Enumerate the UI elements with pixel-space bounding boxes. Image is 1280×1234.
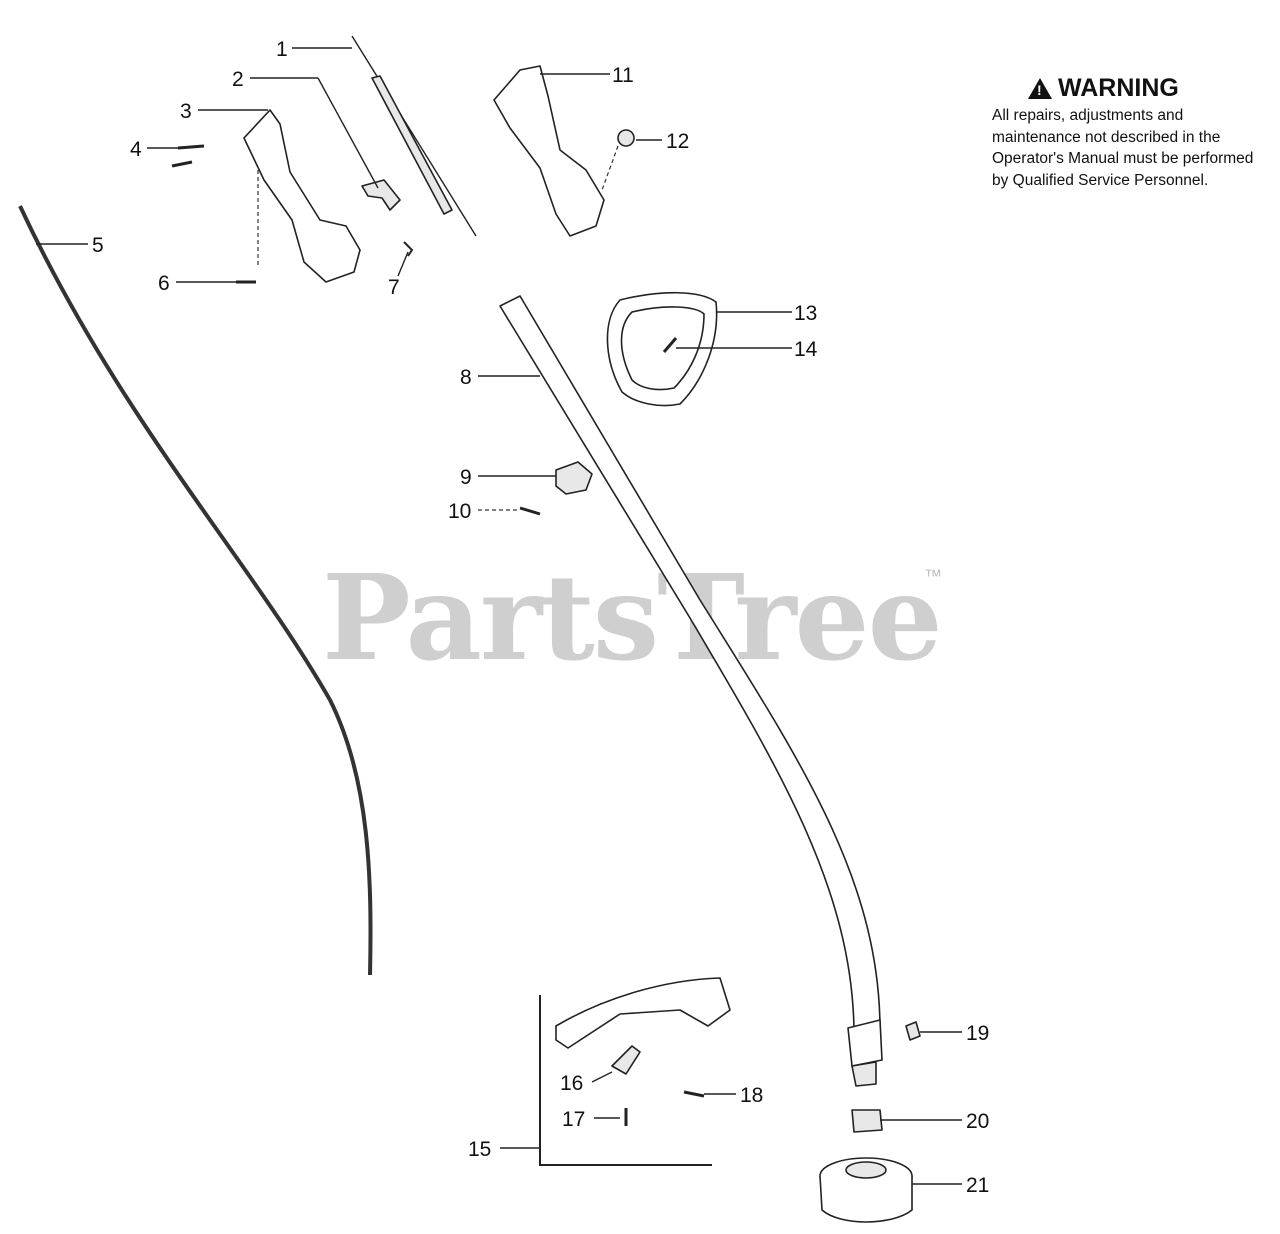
part-5-flex-shaft [18,205,373,976]
callout-7: 7 [388,276,400,299]
callout-11: 11 [612,64,634,87]
part-11-handle-cover [493,65,605,237]
trademark-symbol: ™ [924,566,942,586]
warning-triangle-icon: ! [1028,78,1052,99]
warning-heading: ! WARNING [1028,74,1262,103]
callout-9: 9 [460,466,472,489]
part-8-drive-tube [499,295,883,1087]
callout-1: 1 [276,38,288,61]
warning-title: WARNING [1058,74,1179,102]
callout-13: 13 [794,302,817,325]
part-12-knob [601,129,635,191]
callout-8: 8 [460,366,472,389]
part-20-collar [851,1109,883,1133]
part-4-screws [171,144,205,168]
callout-3: 3 [180,100,192,123]
callout-20: 20 [966,1110,989,1133]
part-3-handle-housing [243,109,361,283]
part-15-bracket [539,995,712,1166]
callout-17: 17 [562,1108,585,1131]
part-1-throttle-cable [351,35,477,237]
callout-15: 15 [468,1138,491,1161]
part-19-wing-nut [905,1021,921,1041]
part-9-switch [555,461,593,495]
callout-6: 6 [158,272,170,295]
part-21-trimmer-head [819,1157,913,1223]
part-18-screw [683,1090,705,1098]
part-7-spring [403,241,414,257]
warning-box: ! WARNING All repairs, adjustments and m… [992,74,1262,191]
part-10-screw [519,506,541,516]
callout-16: 16 [560,1072,583,1095]
callout-10: 10 [448,500,471,523]
part-14-bolt [662,337,678,353]
watermark-logo: PartsTree [322,548,943,687]
leader-lines [36,47,962,1185]
callout-2: 2 [232,68,244,91]
callout-18: 18 [740,1084,763,1107]
callout-4: 4 [130,138,142,161]
callout-19: 19 [966,1022,989,1045]
callout-21: 21 [966,1174,989,1197]
part-2-throttle-trigger [361,179,401,211]
warning-text: All repairs, adjustments and maintenance… [992,107,1254,189]
callout-12: 12 [666,130,689,153]
callout-14: 14 [794,338,818,361]
callout-5: 5 [92,234,104,257]
part-16-deflector-shield [555,977,731,1075]
part-13-loop-handle [606,291,718,407]
